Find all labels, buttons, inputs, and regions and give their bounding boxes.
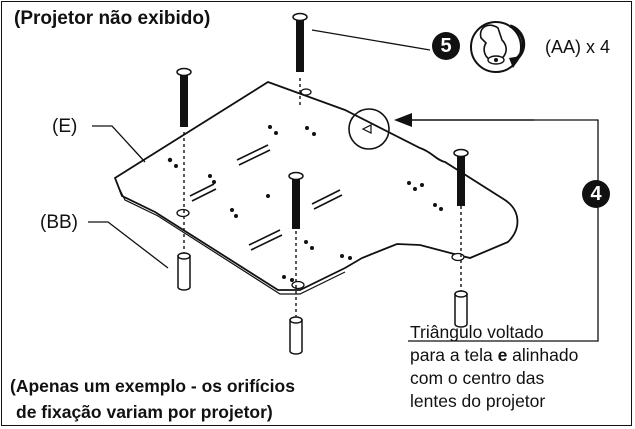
spacer-bb <box>177 252 191 291</box>
callout-line-2-bold: e <box>497 345 508 365</box>
screw-aa <box>288 171 304 229</box>
callout-arrow-icon <box>394 113 412 127</box>
screw-aa <box>453 148 469 206</box>
triangle-marker-circle <box>348 108 390 150</box>
page-title: (Projetor não exibido) <box>14 8 211 29</box>
label-part-bb: (BB) <box>40 212 78 233</box>
plate-holes <box>167 125 443 282</box>
note-line-2: de fixação variam por projetor) <box>16 402 273 422</box>
note-line-1: (Apenas um exemplo - os orifícios <box>10 376 295 396</box>
screw-quantity-label: (AA) x 4 <box>545 37 611 57</box>
mount-plate <box>113 81 519 291</box>
spacer-bb <box>454 290 468 328</box>
alignment-guides <box>183 78 462 318</box>
screwdriver-tighten-icon <box>470 21 526 73</box>
callout-line-3: com o centro das <box>410 368 545 388</box>
callout-line-2: para a tela e alinhado <box>410 344 578 367</box>
callout-line-4: lentes do projetor <box>410 391 546 411</box>
spacer-bb <box>289 316 303 355</box>
step-5-badge: 5 <box>432 32 460 60</box>
label-part-e: (E) <box>52 116 78 137</box>
triangle-marker-icon <box>361 124 372 134</box>
screw-aa <box>292 12 308 72</box>
triangle-callout-text: Triângulo voltado para a tela e alinhado… <box>410 321 578 413</box>
leader-lines <box>88 29 599 342</box>
plate-slots <box>189 144 343 251</box>
callout-line-2-pre: para a tela <box>410 345 498 365</box>
screw-aa <box>176 67 192 127</box>
callout-line-2-post: alinhado <box>507 345 579 365</box>
step-4-badge: 4 <box>582 180 610 208</box>
example-note: (Apenas um exemplo - os orifícios de fix… <box>10 373 295 425</box>
callout-line-1: Triângulo voltado <box>410 322 544 342</box>
